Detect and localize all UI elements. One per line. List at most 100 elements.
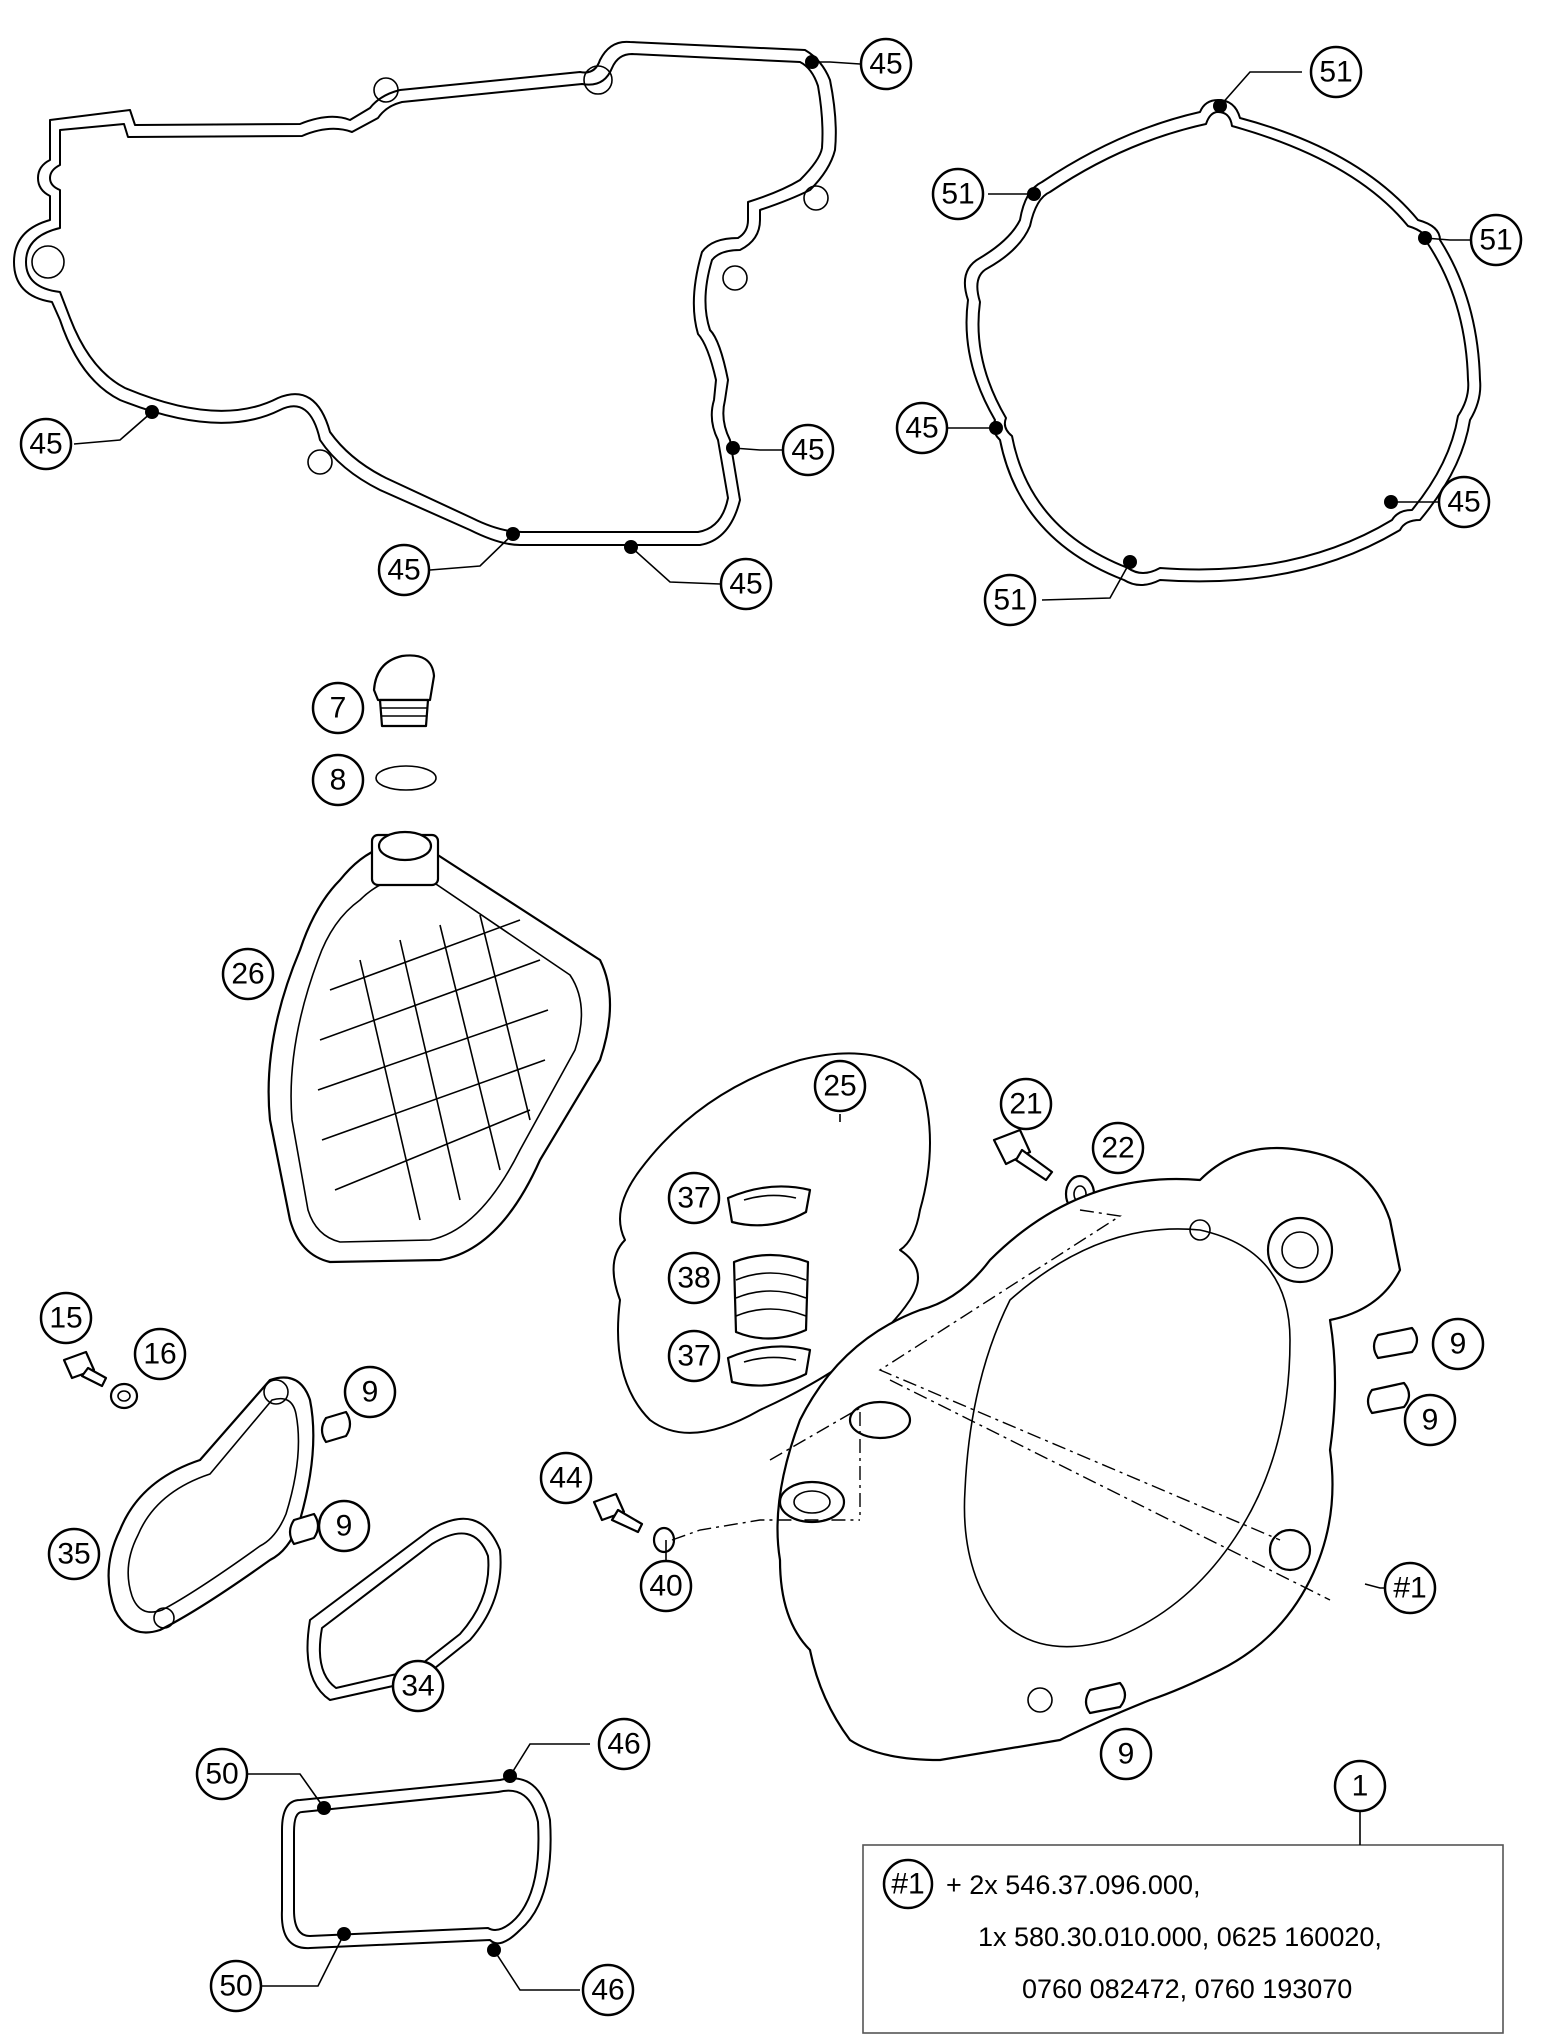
callout-26: 26 [221, 947, 275, 1001]
shaft-seal-upper [726, 1185, 812, 1227]
leaders [73, 61, 1470, 1991]
ignition-cover-gasket [964, 99, 1482, 586]
svg-text:50: 50 [205, 1758, 238, 1791]
assembly-lines [671, 1209, 1331, 1601]
svg-text:25: 25 [823, 1070, 856, 1103]
bleed-screw [62, 1350, 108, 1388]
water-pump-cover [107, 1376, 315, 1634]
callout-51-bottom: 51 [983, 573, 1037, 627]
svg-text:9: 9 [336, 1510, 353, 1543]
svg-text:22: 22 [1101, 1132, 1134, 1165]
leader-dots [145, 55, 1432, 1957]
cover-washer [652, 1526, 676, 1554]
svg-text:44: 44 [549, 1462, 582, 1495]
svg-text:16: 16 [143, 1338, 176, 1371]
svg-text:#1: #1 [1393, 1572, 1426, 1605]
callout-bubbles: 45 45 45 45 45 45 45 51 [19, 37, 1523, 2017]
dowel-pin-right-1 [1372, 1326, 1419, 1360]
callout-45-right: 45 [781, 423, 835, 477]
svg-text:45: 45 [29, 428, 62, 461]
pump-cover-gasket [280, 1777, 552, 1950]
svg-text:51: 51 [941, 178, 974, 211]
svg-text:45: 45 [729, 568, 762, 601]
water-pump-gasket [306, 1517, 502, 1701]
svg-text:38: 38 [677, 1262, 710, 1295]
callout-51-top: 51 [1309, 45, 1363, 99]
svg-text:45: 45 [869, 48, 902, 81]
svg-text:9: 9 [362, 1376, 379, 1409]
callout-46-bottom: 46 [581, 1963, 635, 2017]
callout-46-top: 46 [597, 1717, 651, 1771]
callout-45-left: 45 [19, 417, 73, 471]
svg-text:51: 51 [993, 584, 1026, 617]
svg-text:51: 51 [1319, 56, 1352, 89]
ignition-cover [267, 830, 612, 1264]
callout-45-ring-right: 45 [1437, 475, 1491, 529]
callout-9-right-2: 9 [1403, 1393, 1457, 1447]
svg-text:21: 21 [1009, 1088, 1042, 1121]
callout-22: 22 [1091, 1121, 1145, 1175]
cover-o-ring [612, 1052, 931, 1434]
note-ref-label: #1 [891, 1868, 924, 1901]
svg-text:37: 37 [677, 1340, 710, 1373]
clutch-cover [776, 1146, 1402, 1762]
callout-9-left-2: 9 [317, 1499, 371, 1553]
callout-35: 35 [47, 1527, 101, 1581]
callout-9-left-1: 9 [343, 1365, 397, 1419]
svg-text:15: 15 [49, 1302, 82, 1335]
dowel-pin-right-2 [1366, 1381, 1411, 1415]
honeycomb-grille [317, 914, 549, 1221]
note-line-1: + 2x 546.37.096.000, [946, 1870, 1200, 1900]
screw-plug [992, 1128, 1054, 1182]
svg-text:8: 8 [330, 764, 347, 797]
shaft-seal-lower [726, 1345, 812, 1387]
callout-16: 16 [133, 1327, 187, 1381]
callout-8: 8 [311, 753, 365, 807]
svg-text:34: 34 [401, 1670, 434, 1703]
svg-text:35: 35 [57, 1538, 90, 1571]
bleed-washer [109, 1382, 139, 1410]
callout-21: 21 [999, 1077, 1053, 1131]
svg-text:45: 45 [387, 554, 420, 587]
dowel-pin-left-1 [320, 1410, 352, 1444]
callout-45-bottom-left: 45 [377, 543, 431, 597]
bellows-seal [732, 1253, 810, 1340]
svg-text:9: 9 [1118, 1738, 1135, 1771]
callout-25: 25 [813, 1059, 867, 1113]
svg-text:9: 9 [1422, 1404, 1439, 1437]
callout-50-bottom: 50 [209, 1959, 263, 2013]
callout-51-right: 51 [1469, 213, 1523, 267]
note-line-3: 0760 082472, 0760 193070 [1022, 1974, 1352, 2004]
dowel-pin-bottom [1084, 1681, 1127, 1715]
svg-text:26: 26 [231, 958, 264, 991]
callout-hash-1: #1 [1383, 1561, 1437, 1615]
callout-45-top: 45 [859, 37, 913, 91]
svg-text:7: 7 [330, 692, 347, 725]
note-box: #1 + 2x 546.37.096.000, 1x 580.30.010.00… [862, 1812, 1504, 2034]
callout-34: 34 [391, 1659, 445, 1713]
callout-45-bottom-right: 45 [719, 557, 773, 611]
callout-7: 7 [311, 681, 365, 735]
svg-text:45: 45 [905, 412, 938, 445]
oil-filler-plug [372, 654, 436, 728]
svg-text:50: 50 [219, 1970, 252, 2003]
callout-37-bottom: 37 [667, 1329, 721, 1383]
callout-40: 40 [639, 1559, 693, 1613]
svg-text:46: 46 [591, 1974, 624, 2007]
callout-38: 38 [667, 1251, 721, 1305]
svg-text:45: 45 [1447, 486, 1480, 519]
callout-50-top: 50 [195, 1747, 249, 1801]
callout-9-bottom: 9 [1099, 1727, 1153, 1781]
svg-text:45: 45 [791, 434, 824, 467]
callout-44: 44 [539, 1451, 593, 1505]
svg-text:51: 51 [1479, 224, 1512, 257]
svg-text:46: 46 [607, 1728, 640, 1761]
o-ring [375, 765, 437, 791]
callout-15: 15 [39, 1291, 93, 1345]
svg-text:37: 37 [677, 1182, 710, 1215]
svg-text:40: 40 [649, 1570, 682, 1603]
crankcase-gasket-left [13, 40, 837, 546]
callout-9-right-1: 9 [1431, 1317, 1485, 1371]
callout-1: 1 [1333, 1759, 1387, 1813]
